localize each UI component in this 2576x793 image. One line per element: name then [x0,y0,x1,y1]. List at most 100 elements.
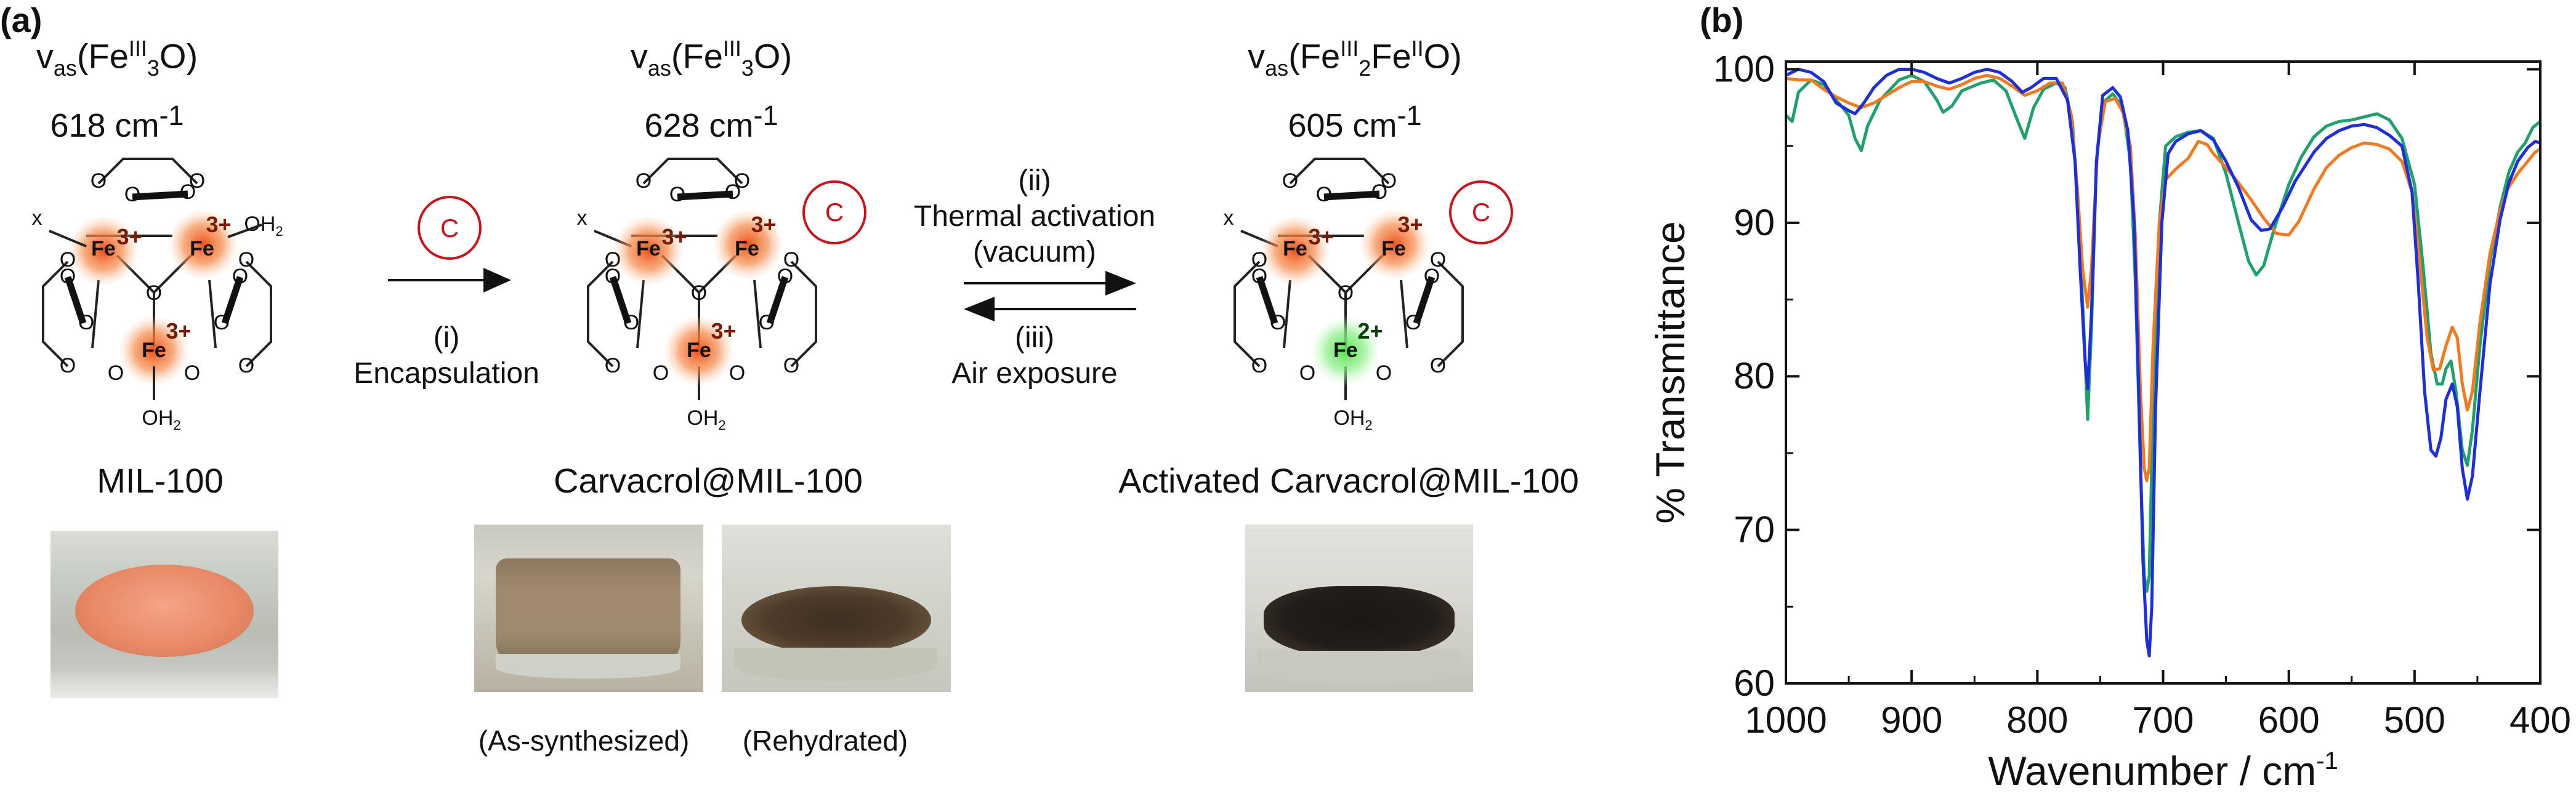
svg-text:O: O [605,354,621,377]
svg-text:3+: 3+ [661,224,687,249]
svg-text:OH2: OH2 [687,406,725,433]
step-i-guest: C [440,214,459,243]
svg-text:O: O [669,183,685,206]
y-axis-label: % Transmittance [1647,221,1693,524]
y-tick-label: 60 [1734,662,1775,704]
charge-2: 3+ [206,212,231,237]
oxygen-label: O [124,183,140,206]
svg-text:Fe: Fe [636,237,661,260]
svg-text:3+: 3+ [1397,212,1423,237]
step-iii-label: (iii) Air exposure [951,321,1118,390]
fe-glow-3 [118,315,190,387]
photo-rehydrated [722,525,951,692]
y-tick-label: 80 [1734,355,1775,396]
svg-text:O: O [1381,169,1397,193]
svg-text:x: x [577,206,587,230]
svg-text:O: O [1405,311,1421,334]
fe-glow-2 [168,209,239,280]
svg-text:Fe: Fe [735,237,759,260]
svg-text:O: O [1338,281,1354,305]
caption-rehydrated: (Rehydrated) [742,725,908,757]
panel-b-label: (b) [1700,1,1744,39]
svg-text:x: x [1224,206,1234,230]
oxygen-label: O [108,361,124,385]
oxygen-label: O [238,354,254,377]
wavenumber-carvacrol: 628 cm-1 [644,100,778,144]
x-tick-label: 400 [2509,699,2571,741]
svg-text:O: O [1316,183,1332,206]
oxygen-label: O [189,169,205,193]
cluster-bold-bonds [64,190,244,324]
svg-text:O: O [623,311,639,334]
svg-text:3+: 3+ [1308,224,1333,249]
svg-text:Fe: Fe [1333,339,1358,362]
charge-1: 3+ [116,224,142,249]
svg-text:O: O [1251,265,1267,288]
series-line-0 [1785,73,2542,593]
step-ii-label: (ii) Thermal activation (vacuum) [913,164,1156,268]
oxygen-label: O [214,311,230,334]
photo-activated [1245,525,1473,692]
step-ii-iii-arrows [964,271,1136,321]
guest-carvacrol [802,180,866,244]
svg-text:O: O [605,265,621,288]
svg-text:O: O [605,248,621,272]
ligand-x: x [32,206,42,230]
cluster-carvacrol: C Fe Fe Fe 3+ 3+ 3+ O O O O O O O O O O … [577,158,866,433]
caption-as-synthesized: (As-synthesized) [478,725,690,757]
oxygen-label: O [78,311,94,334]
cluster-mil100: Fe Fe Fe 3+ 3+ 3+ O O O O O O O O O O O … [32,158,283,433]
vas-label-carvacrol: vas(FeIII3O) [630,36,793,81]
svg-text:2+: 2+ [1357,318,1383,344]
svg-text:O: O [1270,311,1286,334]
oxygen-label: O [232,265,248,288]
oxygen-label: O [180,180,196,204]
svg-text:O: O [759,311,775,334]
fe-label-1: Fe [91,237,116,260]
svg-text:3+: 3+ [751,212,776,237]
svg-text:O: O [1424,265,1440,288]
guest-c-label: C [1472,198,1490,227]
name-mil100: MIL-100 [97,461,224,500]
oxygen-label: O [184,361,200,385]
svg-text:O: O [1251,354,1267,377]
svg-text:O: O [691,281,707,305]
svg-text:O: O [734,169,750,193]
name-activated: Activated Carvacrol@MIL-100 [1118,461,1579,500]
guest-c-label: C [825,198,844,227]
x-tick-label: 600 [2258,699,2320,741]
svg-text:O: O [653,361,669,385]
x-axis-label: Wavenumber / cm-1 [1988,747,2338,793]
cluster-activated: C Fe Fe Fe 3+ 3+ 2+ O O O O O O O O O O … [1224,158,1513,433]
svg-text:O: O [1251,248,1267,272]
y-tick-label: 100 [1713,48,1775,89]
name-carvacrol: Carvacrol@MIL-100 [554,461,863,500]
svg-text:O: O [783,354,799,377]
plot-frame [1785,60,2542,685]
oxygen-label: O [238,248,254,272]
svg-text:O: O [729,361,745,385]
fe-label-3: Fe [142,339,166,362]
wavenumber-mil100: 618 cm-1 [50,100,184,144]
vas-label-activated: vas(FeIII2FeIIO) [1248,36,1462,81]
ligand-oh2-right: OH2 [244,212,283,239]
charge-3: 3+ [166,318,191,344]
y-tick-label: 70 [1734,509,1775,550]
fe-glow-1 [68,215,139,286]
photo-as-synthesized [474,525,703,692]
photo-mil100-powder [50,531,278,698]
oxygen-label: O [91,169,107,193]
svg-text:Fe: Fe [1381,237,1406,260]
step-i-arrow: C [388,196,511,292]
svg-text:O: O [1282,169,1298,193]
panel-a-label: (a) [0,1,42,39]
svg-text:Fe: Fe [1283,237,1307,260]
wavenumber-activated: 605 cm-1 [1288,100,1422,144]
oxygen-label: O [60,248,76,272]
svg-text:O: O [1299,361,1315,385]
x-tick-label: 1000 [1745,699,1827,741]
oxygen-label: O [60,265,76,288]
svg-text:3+: 3+ [711,318,736,344]
x-tick-label: 500 [2384,699,2445,741]
